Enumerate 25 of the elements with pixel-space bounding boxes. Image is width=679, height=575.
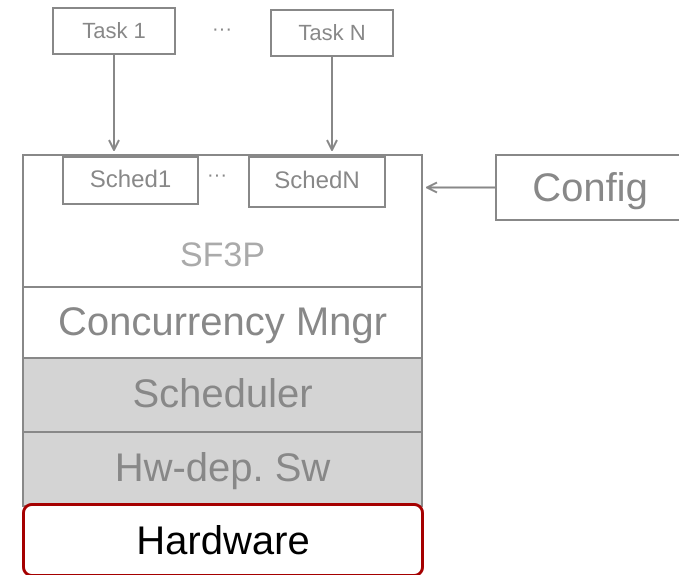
node-label: SchedN bbox=[273, 167, 361, 195]
node-label: SF3P bbox=[178, 236, 266, 275]
layer-box bbox=[22, 357, 423, 433]
layer-box bbox=[22, 431, 423, 507]
layer-box bbox=[22, 154, 423, 288]
arrow bbox=[326, 57, 338, 151]
node-label: Config bbox=[531, 166, 649, 211]
component-box bbox=[62, 156, 199, 205]
ellipsis-label: ··· bbox=[207, 164, 227, 187]
node-label: Hardware bbox=[135, 519, 311, 564]
layer-box bbox=[22, 503, 424, 575]
arrow bbox=[426, 182, 495, 194]
layer-box bbox=[495, 154, 679, 221]
node-label: Concurrency Mngr bbox=[56, 300, 388, 345]
ellipsis-label: ··· bbox=[212, 18, 232, 41]
node-label: Task N bbox=[297, 20, 367, 46]
node-label: Sched1 bbox=[88, 166, 172, 194]
node-label: Scheduler bbox=[131, 372, 314, 417]
node-label: Hw-dep. Sw bbox=[114, 446, 332, 491]
component-box bbox=[248, 156, 386, 208]
node-label: Task 1 bbox=[81, 18, 147, 44]
arrow bbox=[108, 55, 120, 151]
layer-box bbox=[22, 286, 423, 359]
layer-box bbox=[270, 9, 394, 57]
layer-box bbox=[52, 7, 176, 55]
